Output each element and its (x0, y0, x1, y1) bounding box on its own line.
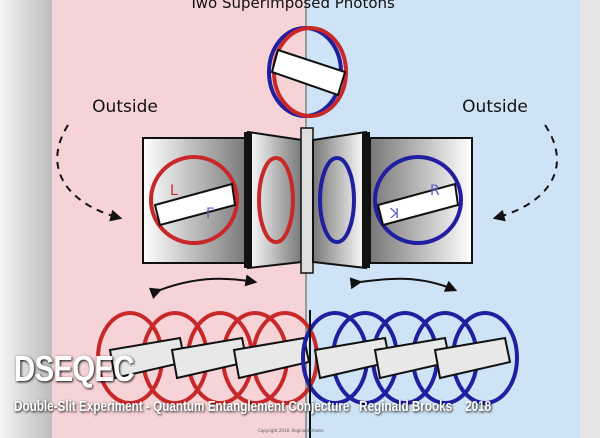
outside-label-left: Outside (92, 97, 158, 117)
glyph-left: L (170, 183, 178, 199)
red-photon-helix (96, 311, 319, 405)
glyph-right: R (430, 183, 440, 199)
right-margin (580, 0, 600, 438)
copyright-text: Copyright 2018, Reginald Brooks (258, 428, 324, 433)
left-margin (0, 0, 52, 438)
diagram-title: Two Superimposed Photons (188, 0, 395, 12)
polarization-plane (433, 336, 512, 380)
dashed-arrow-left (56, 124, 123, 222)
arrow-right-curve (349, 277, 458, 292)
outside-label-right: Outside (462, 97, 528, 117)
video-title: DSEQEC (14, 348, 135, 389)
video-subtitle: Double-Slit Experiment - Quantum Entangl… (14, 398, 492, 415)
glyph-left-flipped: Γ (206, 206, 214, 222)
arrow-left-curve (148, 274, 258, 299)
superimposed-photons (267, 26, 348, 118)
blue-photon-helix (301, 311, 519, 405)
dashed-arrow-right (492, 124, 558, 222)
double-slit-apparatus: L Γ R ꓘ (142, 127, 473, 274)
glyph-right-flipped: ꓘ (389, 206, 399, 222)
